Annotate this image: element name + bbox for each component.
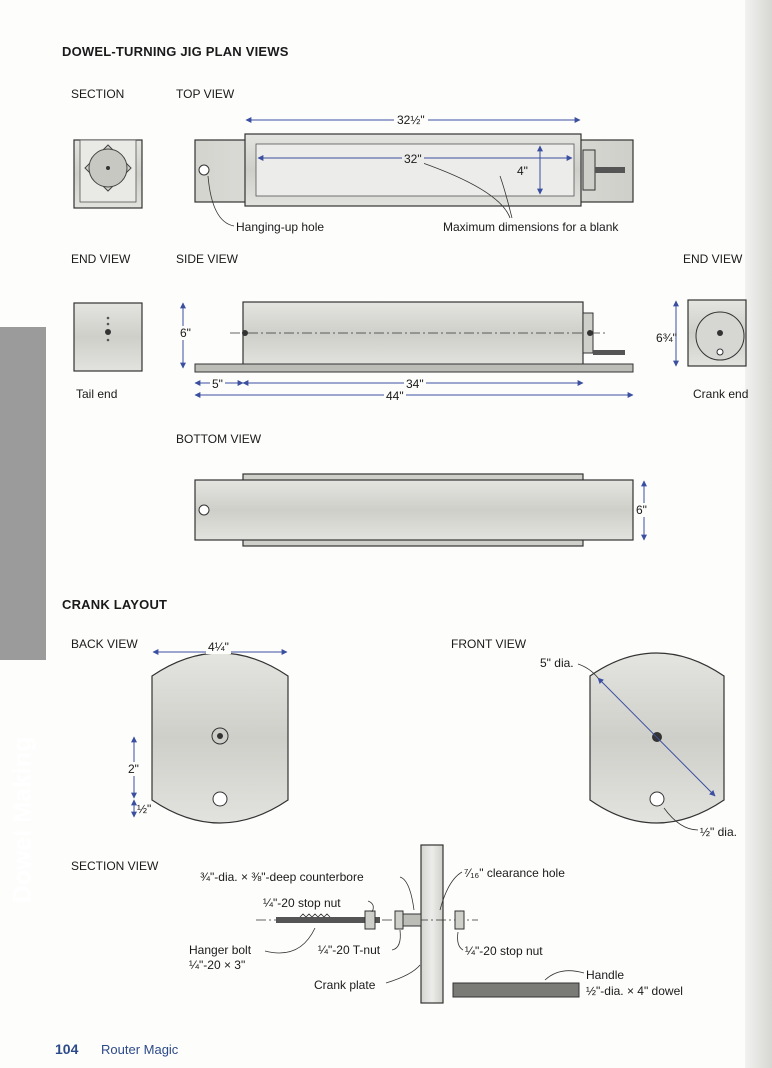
dim-44: 44" (384, 389, 406, 403)
crank-plate-callout: Crank plate (314, 978, 376, 992)
end-view-left-label: END VIEW (71, 252, 131, 266)
dim-32-half: 32½" (394, 113, 428, 127)
bottom-view-drawing (194, 473, 647, 547)
hanging-up-hole-callout: Hanging-up hole (236, 220, 325, 234)
crank-end-label: Crank end (693, 387, 749, 401)
end-view-right-label: END VIEW (683, 252, 743, 266)
dia-half-callout: ½" dia. (700, 825, 737, 839)
section-label: SECTION (71, 87, 125, 101)
crank-layout-heading: CRANK LAYOUT (62, 597, 168, 612)
page-number: 104 (55, 1041, 79, 1057)
section-view-drawing (73, 139, 143, 209)
dim-4: 4" (517, 164, 528, 178)
top-view-label: TOP VIEW (176, 87, 235, 101)
dia-5-callout: 5" dia. (540, 656, 574, 670)
bottom-view-label: BOTTOM VIEW (176, 432, 262, 446)
plan-views-heading: DOWEL-TURNING JIG PLAN VIEWS (62, 44, 289, 59)
dim-6-bottom: 6" (636, 503, 647, 517)
dim-32: 32" (402, 152, 424, 166)
stop-nut-right-callout: ¼"-20 stop nut (465, 944, 543, 958)
handle-callout: Handle (586, 968, 625, 982)
end-view-left-drawing (73, 302, 143, 372)
dim-half: ½" (137, 802, 152, 816)
page-edge-shadow (745, 0, 772, 1068)
dowel-spec-callout: ½"-dia. × 4" dowel (586, 984, 683, 998)
top-view-drawing (194, 117, 634, 227)
crank-back-view-drawing (131, 649, 289, 824)
dim-6-3-4: 6¾" (656, 331, 677, 345)
max-blank-callout: Maximum dimensions for a blank (443, 220, 619, 234)
clearance-hole-callout: ⁷⁄₁₆" clearance hole (464, 866, 565, 880)
section-view-label: SECTION VIEW (71, 859, 159, 873)
sidebar-chapter-tab: Dowel Making (0, 327, 46, 903)
end-view-right-drawing (673, 299, 747, 367)
running-title: Router Magic (101, 1042, 179, 1057)
tail-end-label: Tail end (76, 387, 118, 401)
hanger-bolt-size: ¼"-20 × 3" (189, 958, 246, 972)
dim-6-side: 6" (180, 326, 191, 340)
dim-4-quarter: 4¼" (206, 640, 231, 654)
crank-section-view-drawing (256, 844, 585, 1004)
counterbore-callout: ¾"-dia. × ⅜"-deep counterbore (200, 870, 364, 884)
dim-34: 34" (404, 377, 426, 391)
stop-nut-left-callout: ¼"-20 stop nut (263, 896, 341, 910)
back-view-label: BACK VIEW (71, 637, 138, 651)
crank-front-view-drawing (577, 652, 725, 831)
hanger-bolt-callout: Hanger bolt (189, 943, 252, 957)
t-nut-callout: ¼"-20 T-nut (318, 943, 381, 957)
front-view-label: FRONT VIEW (451, 637, 527, 651)
side-view-label: SIDE VIEW (176, 252, 239, 266)
side-view-drawing (180, 301, 634, 398)
dim-2: 2" (128, 762, 139, 776)
dim-5: 5" (210, 377, 225, 391)
